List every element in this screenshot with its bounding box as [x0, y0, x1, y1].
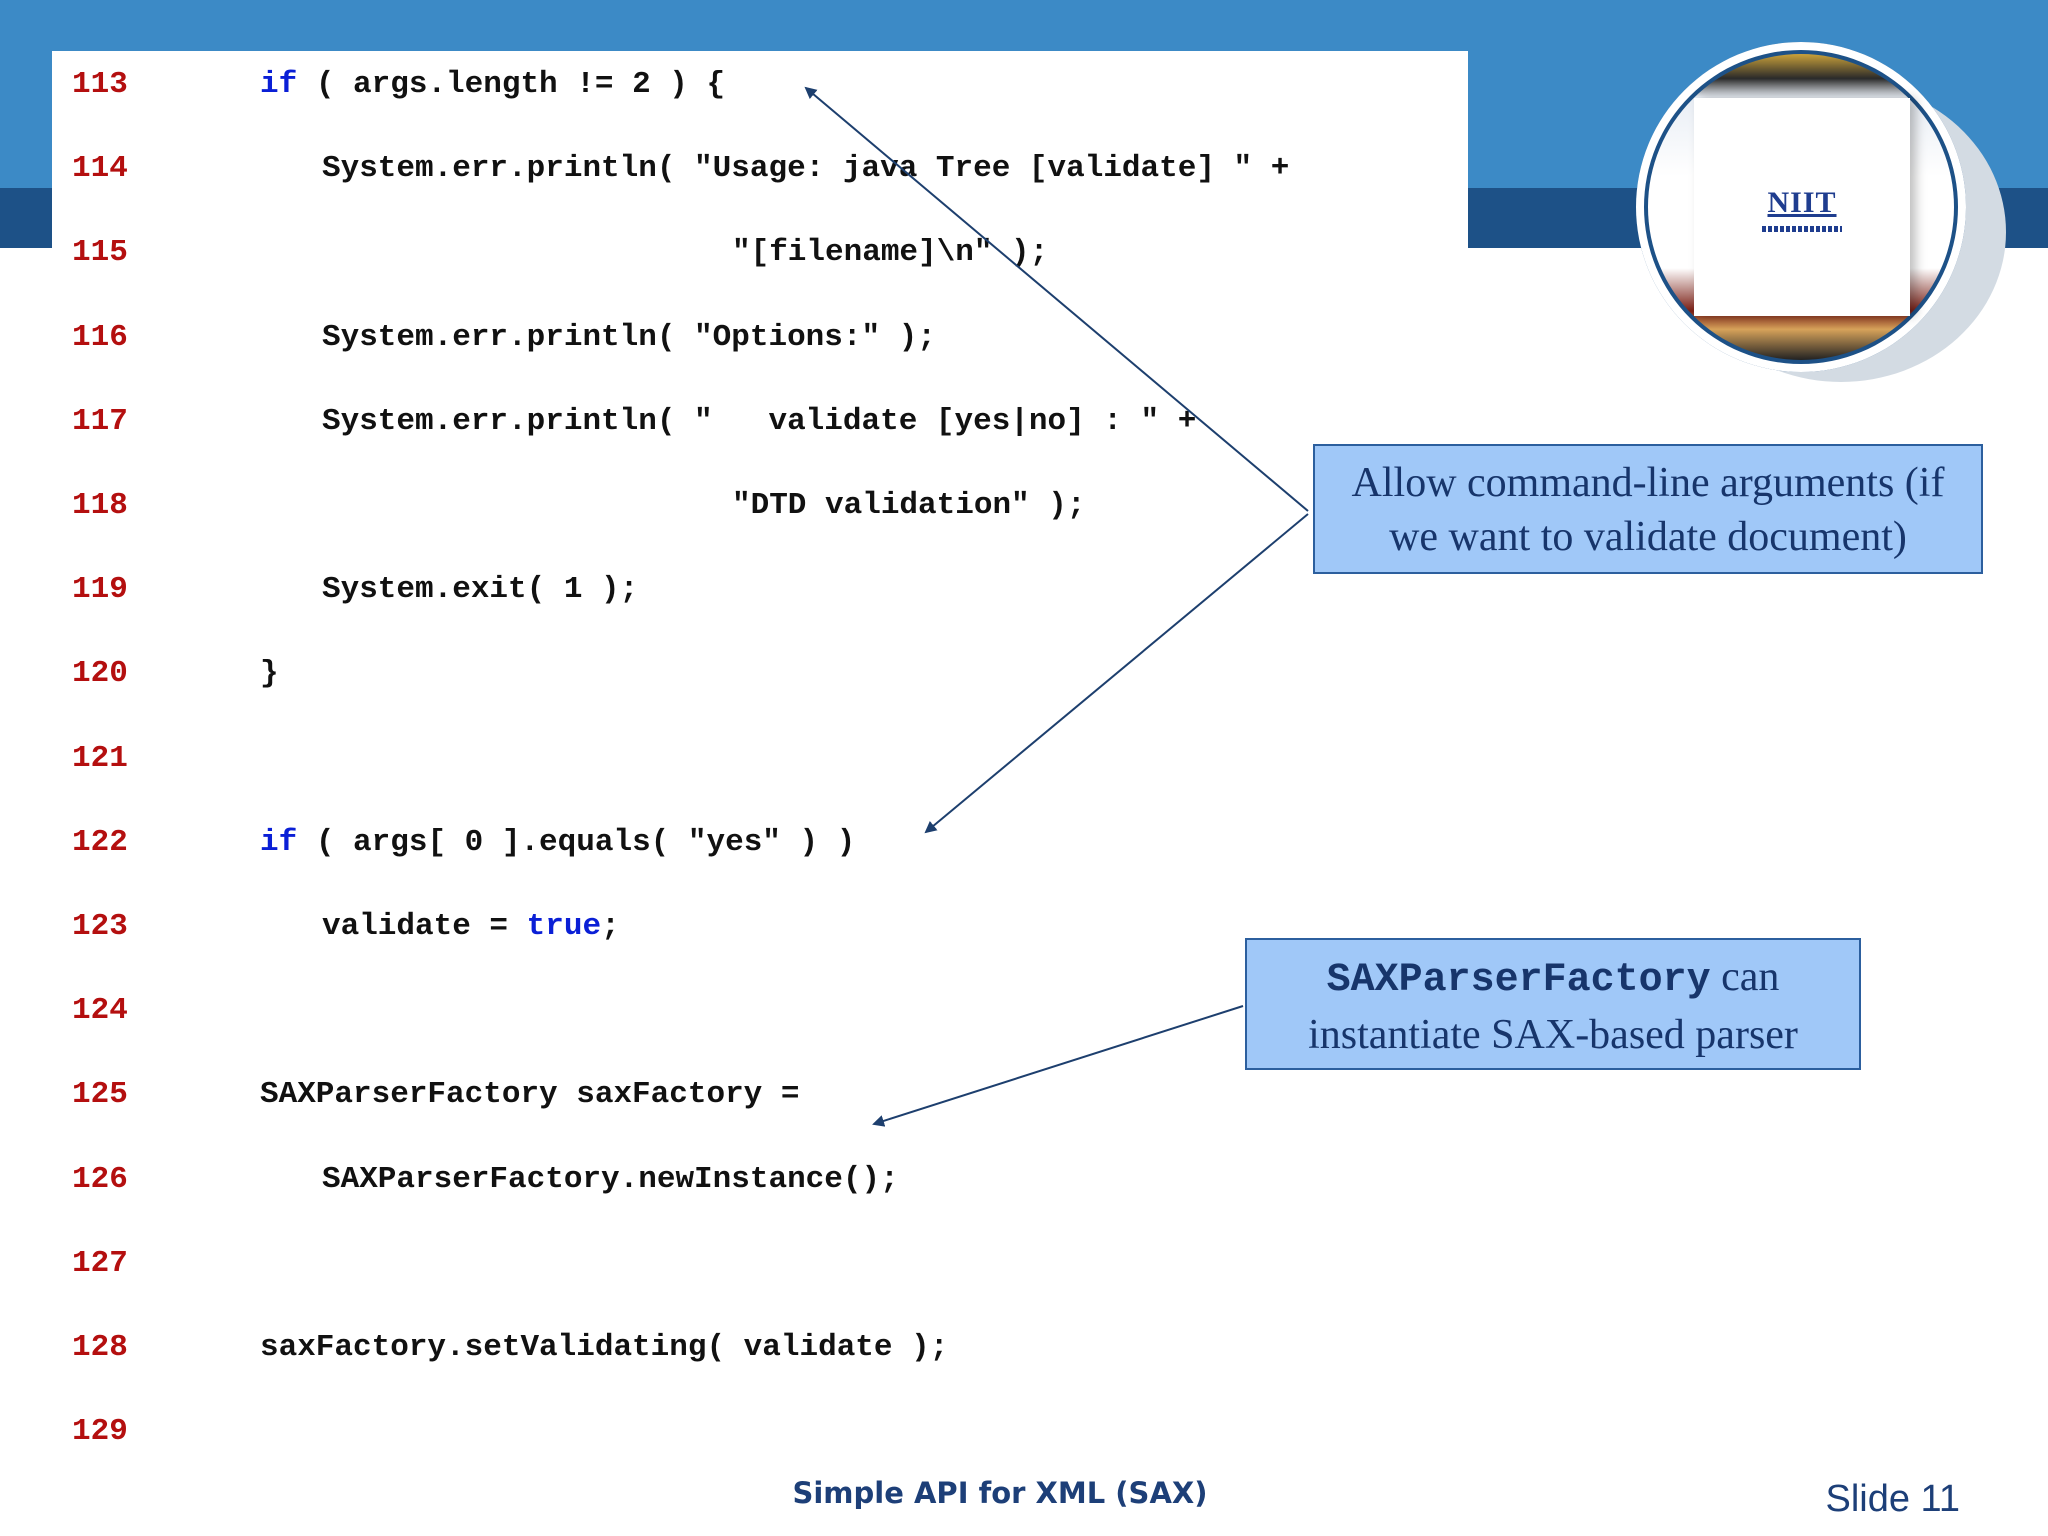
code-token: ( args[ 0 ].equals( "yes" ) ) [297, 824, 856, 860]
code-token: SAXParserFactory saxFactory = [260, 1077, 800, 1113]
line-number: 121 [72, 740, 128, 776]
code-token: System.err.println( "Usage: java Tree [v… [322, 151, 1290, 187]
code-token: saxFactory.setValidating( validate ); [260, 1330, 949, 1365]
line-number: 115 [72, 235, 128, 271]
line-number: 120 [72, 656, 128, 692]
code-token: System.err.println( "Options:" ); [322, 319, 936, 355]
logo-text: NIIT [1767, 186, 1837, 219]
line-number: 116 [72, 319, 128, 355]
code-token: SAXParserFactory.newInstance(); [322, 1161, 899, 1197]
callout-factory-line2: instantiate SAX-based parser [1308, 1012, 1798, 1058]
line-number: 118 [72, 488, 128, 523]
code-token: "DTD validation" ); [732, 488, 1086, 523]
code-text: System.err.println( " validate [yes|no] … [322, 392, 1196, 452]
code-text: if ( args[ 0 ].equals( "yes" ) ) [260, 813, 855, 873]
code-text: validate = true; [322, 897, 620, 957]
code-text: System.err.println( "Options:" ); [322, 308, 936, 368]
code-token: System.err.println( " validate [yes|no] … [322, 403, 1197, 439]
code-text: "DTD validation" ); [732, 476, 1085, 536]
arrow-to-args-length [804, 86, 1309, 512]
code-text: System.err.println( "Usage: java Tree [v… [322, 139, 1289, 199]
callout-command-line-args: Allow command-line arguments (if we want… [1313, 444, 1983, 574]
code-token: } [260, 656, 279, 692]
callout-args-line2: we want to validate document) [1389, 514, 1907, 560]
code-text: SAXParserFactory saxFactory = [260, 1065, 800, 1125]
line-number: 127 [72, 1245, 128, 1281]
code-token: "[filename]\n" ); [732, 235, 1049, 271]
code-keyword: true [526, 909, 602, 944]
line-number: 122 [72, 824, 128, 860]
line-number: 119 [72, 572, 128, 608]
line-number: 126 [72, 1161, 128, 1197]
footer-title: Simple API for XML (SAX) [792, 1476, 1208, 1510]
callout-factory-code: SAXParserFactory [1326, 958, 1711, 1003]
line-number: 129 [72, 1414, 128, 1450]
niit-logo: NIIT [1636, 42, 2016, 392]
line-number: 113 [72, 67, 128, 102]
code-text: System.exit( 1 ); [322, 560, 638, 620]
code-token: System.exit( 1 ); [322, 572, 639, 608]
arrow-to-sax-factory [872, 1005, 1244, 1127]
code-text: "[filename]\n" ); [732, 223, 1048, 283]
code-text: if ( args.length != 2 ) { [260, 55, 725, 115]
line-number: 117 [72, 403, 128, 439]
line-number: 124 [72, 993, 128, 1029]
callout-factory-line1: SAXParserFactory can [1247, 950, 1859, 1008]
code-token: validate = [322, 909, 527, 944]
logo-card: NIIT [1694, 98, 1910, 316]
code-token: ( args.length != 2 ) { [297, 67, 726, 102]
code-text: SAXParserFactory.newInstance(); [322, 1150, 899, 1210]
code-text: } [260, 644, 279, 704]
logo-subtext-mark [1762, 226, 1842, 232]
callout-args-line1: Allow command-line arguments (if [1351, 460, 1945, 506]
slide-number: Slide 11 [1825, 1478, 1960, 1520]
logo-ring: NIIT [1636, 42, 1966, 372]
callout-sax-parser-factory: SAXParserFactory can instantiate SAX-bas… [1245, 938, 1861, 1070]
code-keyword: if [260, 824, 298, 860]
callout-factory-rest: can [1710, 954, 1780, 1000]
code-token: ; [601, 909, 620, 944]
code-keyword: if [260, 67, 298, 102]
line-number: 123 [72, 909, 128, 944]
line-number: 125 [72, 1077, 128, 1113]
code-text: saxFactory.setValidating( validate ); [260, 1318, 948, 1378]
line-number: 128 [72, 1330, 128, 1365]
line-number: 114 [72, 151, 128, 187]
arrow-to-args-equals [924, 513, 1309, 834]
